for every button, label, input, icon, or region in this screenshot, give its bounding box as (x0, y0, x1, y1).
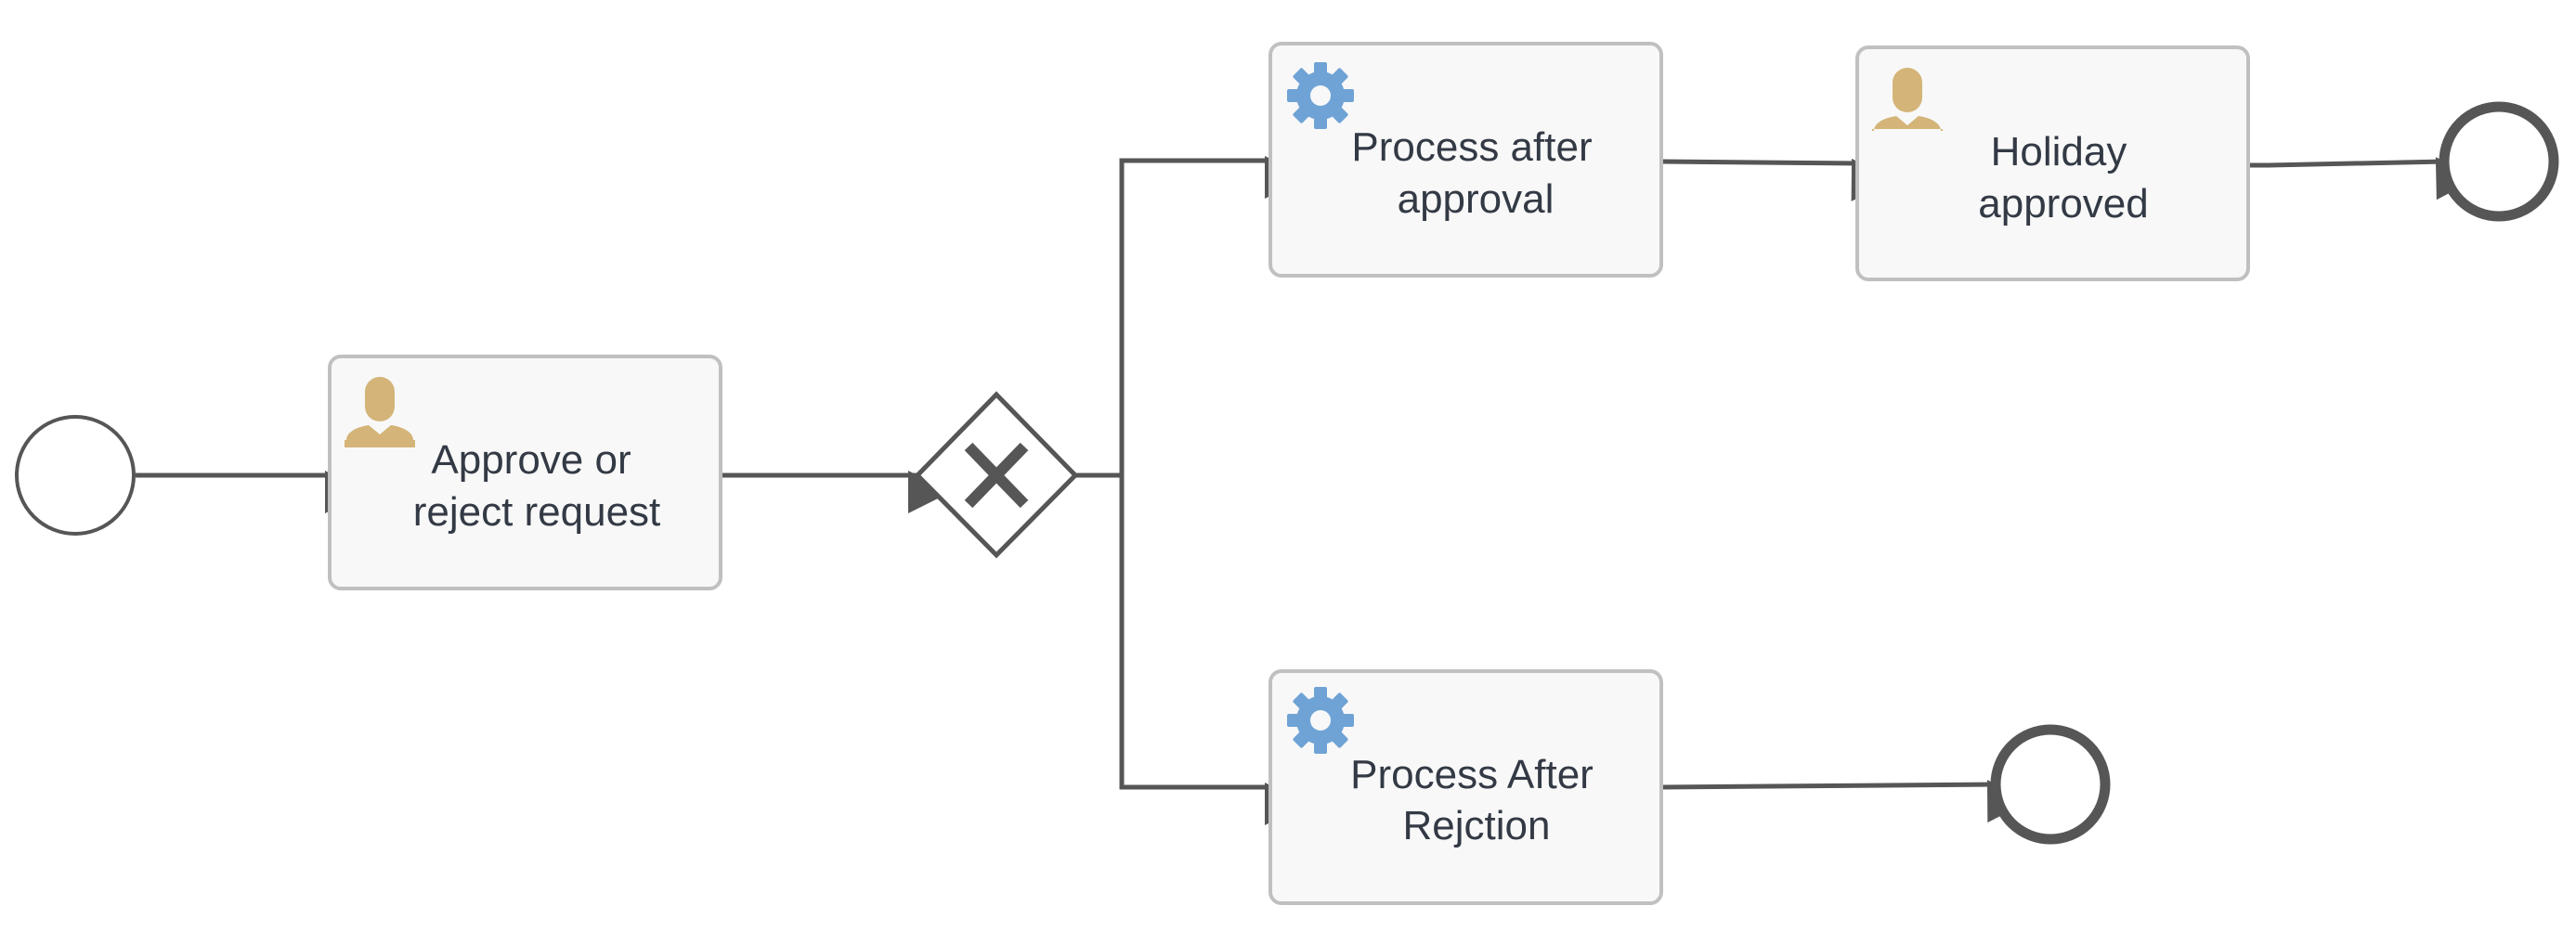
task-label-line-2: approved (1978, 181, 2148, 227)
task-label-line-2: approval (1398, 176, 1555, 222)
flow-holiday-to-end[interactable] (2248, 157, 2479, 201)
task-label-line-1: Process After (1350, 752, 1594, 797)
sequence-flows (136, 156, 2479, 825)
close-x-icon (964, 442, 1029, 509)
task-label-line-1: Process after (1351, 124, 1592, 170)
gear-icon (1287, 62, 1354, 129)
task-label-line-1: Approve or (431, 437, 631, 483)
task-process-after-approval[interactable]: Process after approval (1268, 42, 1663, 278)
task-label-line-2: reject request (413, 489, 661, 535)
exclusive-gateway[interactable] (914, 391, 1079, 559)
end-event-approved[interactable] (2439, 101, 2559, 222)
flow-gateway-to-after-approval[interactable] (1075, 156, 1308, 478)
flow-after-rejection-to-end[interactable] (1660, 780, 2031, 823)
task-label-line-2: Rejction (1403, 803, 1551, 848)
end-event-rejected[interactable] (1990, 724, 2111, 845)
gear-icon (1287, 687, 1354, 754)
flow-gateway-to-after-rejection[interactable] (1119, 475, 1308, 825)
start-event[interactable] (15, 415, 136, 536)
flow-after-approval-to-holiday[interactable] (1660, 158, 1894, 201)
user-icon (345, 377, 415, 447)
task-holiday-approved[interactable]: Holiday approved (1855, 45, 2250, 281)
task-process-after-rejection[interactable]: Process After Rejction (1268, 669, 1663, 905)
task-approve-or-reject-request[interactable]: Approve or reject request (328, 355, 722, 590)
task-label-line-1: Holiday (1991, 129, 2127, 175)
user-icon (1872, 68, 1943, 131)
